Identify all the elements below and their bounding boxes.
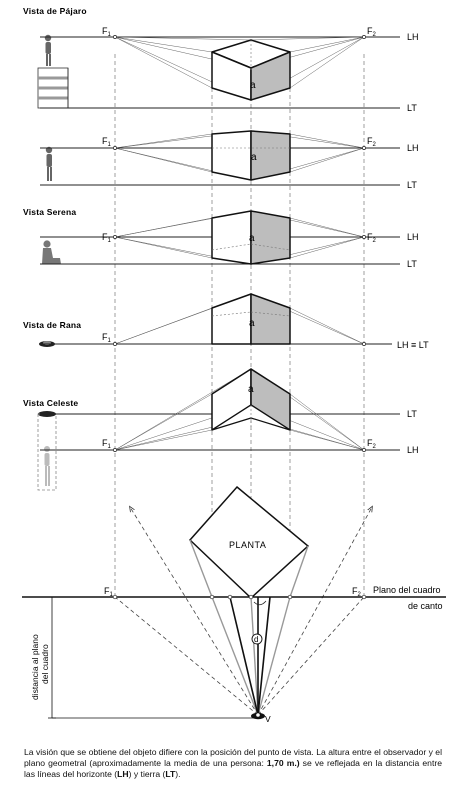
label-lh: LH — [407, 143, 419, 153]
section-serene-view: Vista Serena a F1 F2 LH LT — [23, 207, 419, 269]
plan-view: PLANTA Plano del cuadro de canto F1 F2 — [22, 485, 446, 724]
svg-text:F2: F2 — [367, 438, 377, 450]
label-lt: LT — [407, 180, 417, 190]
section-title: Vista Celeste — [23, 398, 78, 408]
svg-text:a: a — [249, 233, 255, 244]
caption: La visión que se obtiene del objeto difi… — [24, 747, 442, 779]
sitting-person-icon — [42, 240, 61, 264]
svg-text:F1: F1 — [104, 586, 114, 598]
label-lt: LT — [407, 409, 417, 419]
svg-text:F2: F2 — [367, 232, 377, 244]
picture-plane-label: Plano del cuadro — [373, 585, 441, 595]
label-lh: LH — [407, 445, 419, 455]
label-lh-lt: LH ≡ LT — [397, 340, 429, 350]
section-title: Vista Serena — [23, 207, 76, 217]
svg-text:a: a — [249, 318, 255, 329]
d-label: d — [254, 635, 258, 644]
observer-on-tower-icon — [37, 34, 69, 109]
svg-text:F2: F2 — [367, 26, 377, 38]
svg-text:a: a — [250, 80, 256, 91]
svg-text:F1: F1 — [102, 136, 112, 148]
viewpoint-label: V — [265, 714, 271, 724]
standing-person-icon — [45, 146, 53, 181]
section-frog-view: Vista de Rana a F1 LH ≡ LT — [23, 293, 429, 350]
svg-text:F2: F2 — [352, 586, 362, 598]
cube-view-2 — [211, 130, 291, 181]
svg-text:F1: F1 — [102, 232, 112, 244]
svg-text:a: a — [248, 384, 254, 395]
label-lh: LH — [407, 32, 419, 42]
section-title: Vista de Pájaro — [23, 6, 87, 16]
svg-text:F1: F1 — [102, 438, 112, 450]
underground-observer-icon — [37, 411, 57, 491]
eye-icon — [251, 712, 265, 720]
picture-plane-label-2: de canto — [408, 601, 443, 611]
label-lh: LH — [407, 232, 419, 242]
distance-label-2: del cuadro — [40, 644, 50, 684]
section-normal-view: a F1 F2 LH LT — [40, 130, 419, 190]
svg-text:F1: F1 — [102, 26, 112, 38]
section-title: Vista de Rana — [23, 320, 81, 330]
svg-text:a: a — [251, 152, 257, 163]
label-lt: LT — [407, 103, 417, 113]
cube-view-4 — [211, 293, 291, 345]
section-celestial-view: Vista Celeste a — [23, 368, 419, 491]
svg-text:F1: F1 — [102, 332, 112, 344]
svg-text:F2: F2 — [367, 136, 377, 148]
cube-view-3 — [211, 210, 291, 265]
distance-label: distancia al plano — [30, 634, 40, 700]
section-birds-eye: Vista de Pájaro — [23, 6, 419, 113]
label-lt: LT — [407, 259, 417, 269]
plan-label: PLANTA — [229, 540, 266, 550]
